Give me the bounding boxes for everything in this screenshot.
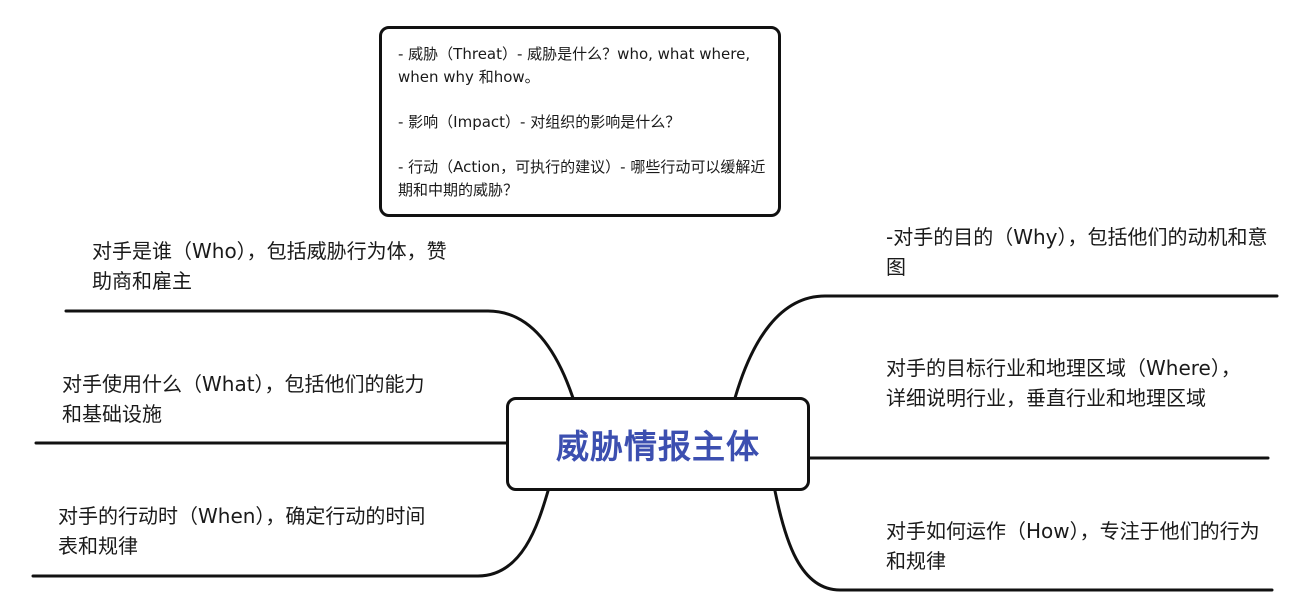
central-topic[interactable]: 威胁情报主体 (506, 397, 810, 491)
branch-where[interactable]: 对手的目标行业和地理区域（Where），详细说明行业，垂直行业和地理区域 (886, 356, 1241, 410)
branch-who[interactable]: 对手是谁（Who），包括威胁行为体，赞助商和雇主 (92, 239, 447, 293)
connector-why (733, 294, 1279, 400)
note-impact: - 影响（Impact）- 对组织的影响是什么？ (398, 113, 681, 131)
branch-what[interactable]: 对手使用什么（What），包括他们的能力和基础设施 (62, 372, 425, 426)
branch-when[interactable]: 对手的行动时（When），确定行动的时间表和规律 (58, 504, 426, 558)
note-threat: - 威胁（Threat）- 威胁是什么？who, what where, whe… (398, 45, 751, 86)
connector-who (64, 309, 575, 400)
note-action: - 行动（Action，可执行的建议）- 哪些行动可以缓解近期和中期的威胁？ (398, 158, 766, 199)
branch-why[interactable]: -对手的目的（Why），包括他们的动机和意图 (886, 225, 1268, 279)
connector-when (31, 489, 550, 578)
central-topic-label: 威胁情报主体 (556, 427, 760, 466)
definition-note: - 威胁（Threat）- 威胁是什么？who, what where, whe… (379, 26, 781, 217)
connector-how (773, 489, 1274, 592)
branch-how[interactable]: 对手如何运作（How），专注于他们的行为和规律 (886, 519, 1260, 573)
